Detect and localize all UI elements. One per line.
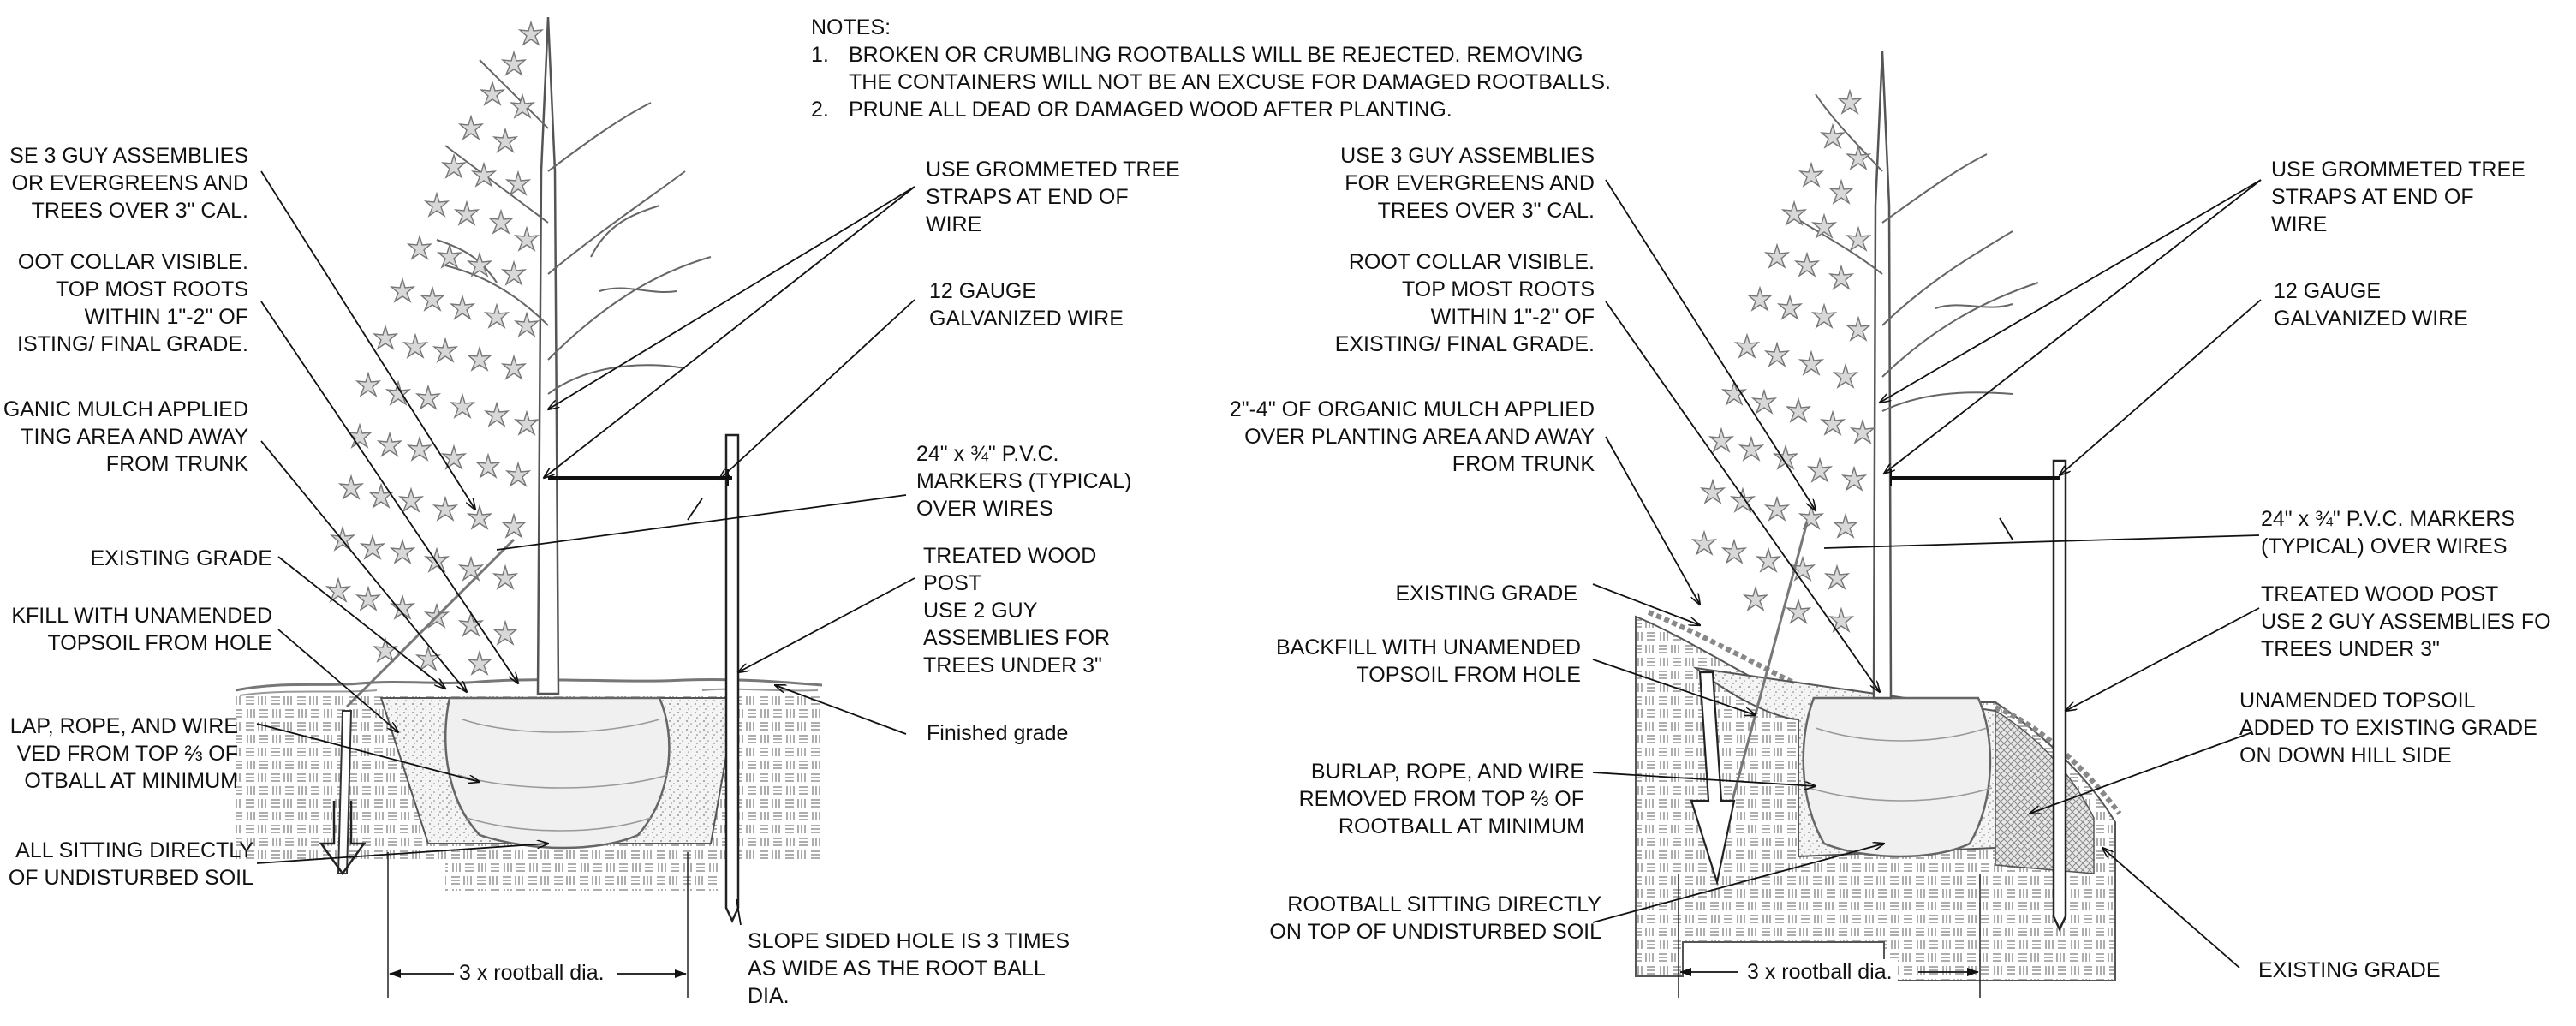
left-wood-post xyxy=(724,433,740,923)
left-detail-drawing xyxy=(235,16,915,998)
note-item: 2. PRUNE ALL DEAD OR DAMAGED WOOD AFTER … xyxy=(811,96,1611,123)
notes-block: NOTES: 1. BROKEN OR CRUMBLING ROOTBALLS … xyxy=(811,14,1611,123)
left-tree-branches xyxy=(436,59,712,395)
label-finished-grade: Finished grade xyxy=(927,721,1069,745)
left-tree-foliage xyxy=(326,21,543,675)
right-stake-arrow xyxy=(1690,671,1736,886)
note-number: 2. xyxy=(811,98,829,122)
left-guy-stake xyxy=(337,710,353,874)
right-leader-lines xyxy=(1592,179,2262,969)
label-existing-grade: EXISTING GRADE xyxy=(90,546,272,570)
left-rootball xyxy=(444,696,671,850)
right-tree-trunk xyxy=(1872,51,1893,700)
notes-title: NOTES: xyxy=(811,15,891,39)
note-line: PRUNE ALL DEAD OR DAMAGED WOOD AFTER PLA… xyxy=(849,98,1452,122)
right-detail-drawing xyxy=(1592,51,2262,998)
left-dimension-label: 3 x rootball dia. xyxy=(454,960,610,986)
right-surface-rubble xyxy=(1647,610,2122,815)
label-existing-grade: EXISTING GRADE xyxy=(1395,582,1577,605)
right-added-topsoil xyxy=(1995,709,2095,874)
label-pvc-markers: 24" x ¾" P.V.C. MARKERS(TYPICAL) OVER WI… xyxy=(2261,507,2516,558)
note-item: 1. BROKEN OR CRUMBLING ROOTBALLS WILL BE… xyxy=(811,41,1611,96)
left-tree-trunk xyxy=(536,16,560,695)
label-pvc-markers: 24" x ¾" P.V.C.MARKERS (TYPICAL)OVER WIR… xyxy=(916,442,1132,521)
left-stake-arrow xyxy=(319,801,367,876)
right-wood-post xyxy=(2052,459,2067,932)
right-dimension-label: 3 x rootball dia. xyxy=(1742,959,1898,985)
label-existing-grade-downhill: EXISTING GRADE xyxy=(2258,958,2441,982)
note-line: BROKEN OR CRUMBLING ROOTBALLS WILL BE RE… xyxy=(849,43,1583,67)
right-rootball xyxy=(1802,696,1992,858)
left-leader-lines xyxy=(256,170,915,926)
note-line: THE CONTAINERS WILL NOT BE AN EXCUSE FOR… xyxy=(849,70,1611,94)
note-number: 1. xyxy=(811,43,829,67)
